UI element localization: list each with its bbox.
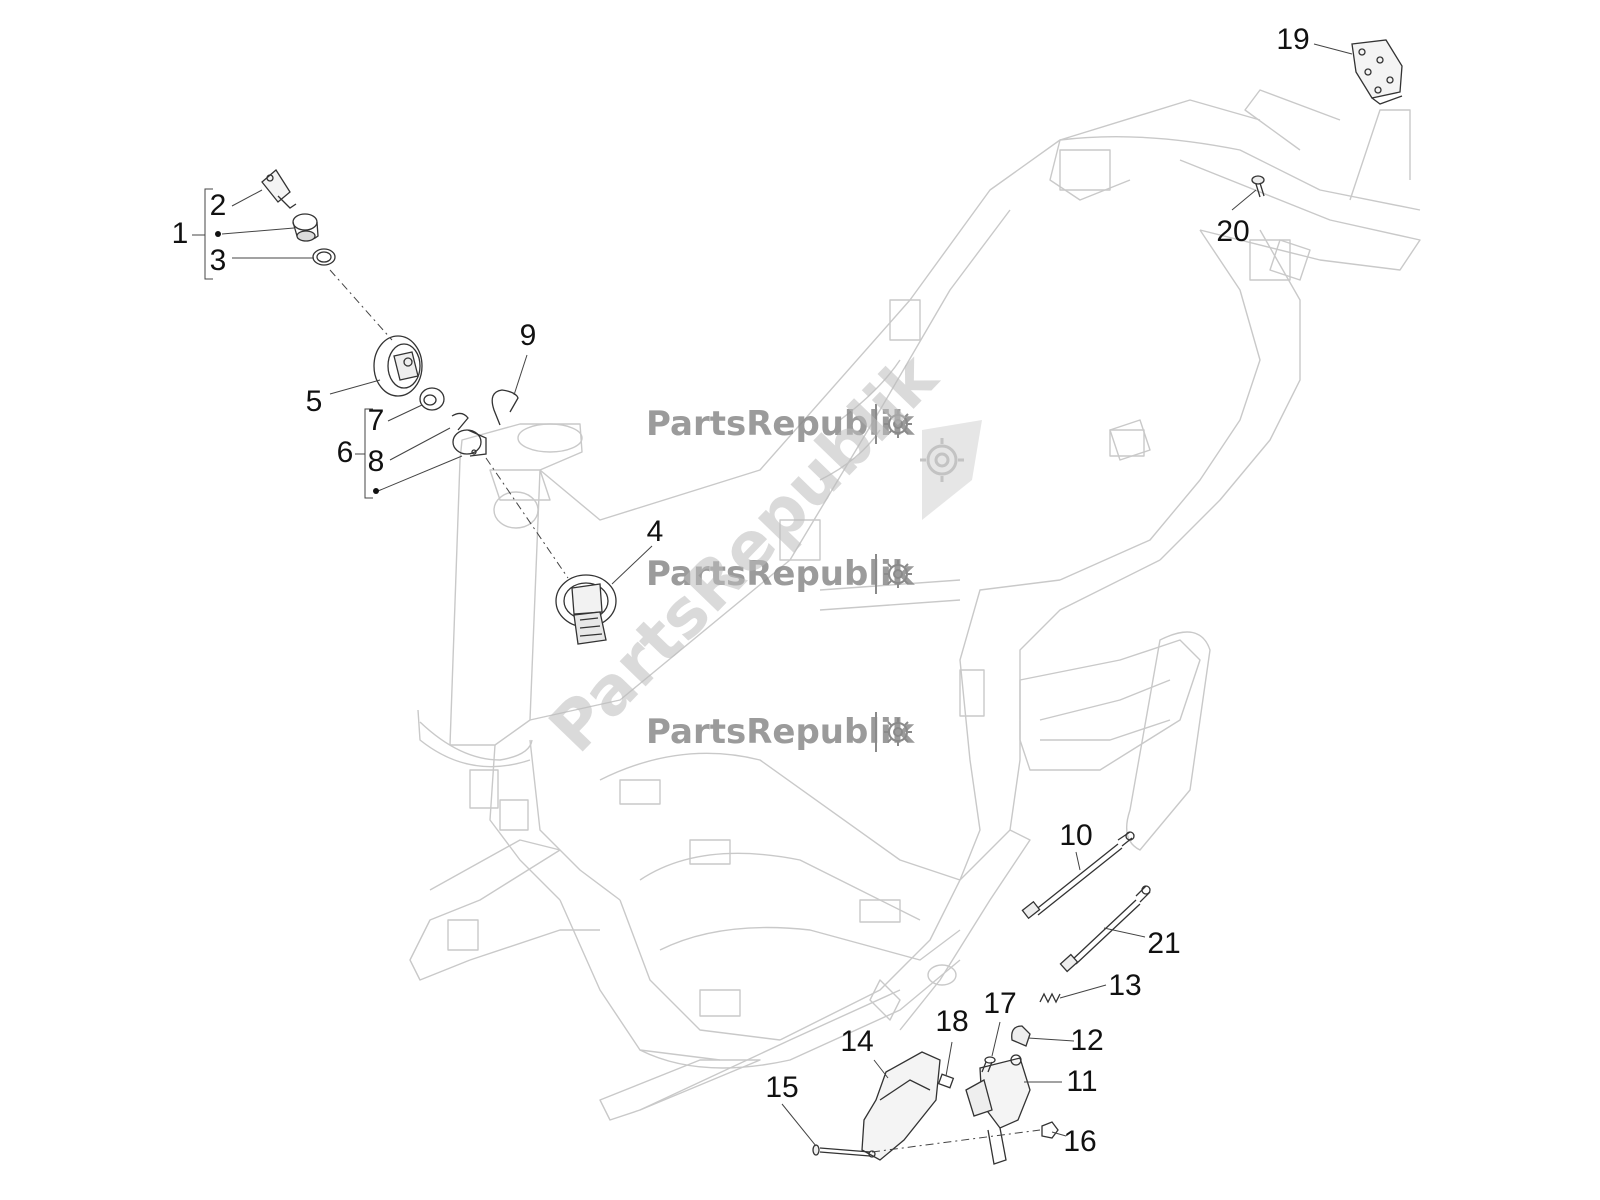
callout-21: 21 [1147,927,1181,960]
part-8-clip-icon [451,412,469,431]
part-16-nut-icon [1041,1121,1059,1139]
part-7-ring-icon [419,387,445,411]
part-15-bolt-icon [812,1144,871,1157]
callout-20: 20 [1216,215,1250,248]
callout-6: 6 [336,436,354,469]
part-6-cap-icon [452,429,487,457]
watermark-text: PartsRepublik [646,554,915,594]
callout-2: 2 [209,189,227,222]
callout-14: 14 [840,1025,874,1058]
callout-15: 15 [765,1071,799,1104]
part-12-clip-icon [1011,1025,1031,1047]
callout-11: 11 [1066,1065,1098,1098]
part-4-ignition-switch-icon [555,574,617,645]
part-19-bracket-plate-icon [1351,39,1403,105]
bullet-dots [215,231,379,494]
callout-17: 17 [983,987,1017,1020]
part-17-screw-icon [981,1056,996,1073]
part-2-key-icon [261,169,297,209]
callout-16: 16 [1063,1125,1097,1158]
watermark-text: PartsRepublik [646,712,915,752]
leader-lines [192,43,1353,1153]
part-21-rod-icon [1059,885,1151,973]
part-5-switch-housing-icon [373,335,423,397]
callout-19: 19 [1276,23,1310,56]
callout-18: 18 [935,1005,969,1038]
part-9-spring-clip-icon [491,389,519,426]
callout-4: 4 [646,515,664,548]
part-13-spring-icon [1039,992,1061,1004]
callout-7: 7 [367,404,385,437]
watermark-gear-icons [884,410,982,746]
part-14-plate-icon [861,1051,941,1161]
callout-12: 12 [1070,1024,1104,1057]
callout-10: 10 [1059,819,1093,852]
parts [261,39,1403,1165]
lock-barrel-icon [292,213,319,242]
callout-8: 8 [367,445,385,478]
part-11-latch-housing-icon [965,1054,1031,1165]
callout-5: 5 [305,385,323,418]
watermark-text: PartsRepublik [646,404,915,444]
callout-1: 1 [171,217,189,250]
scooter-frame [409,89,1421,1121]
callout-3: 3 [209,244,227,277]
part-18-nut-icon [937,1073,955,1089]
part-3-ring-icon [312,248,336,266]
callout-9: 9 [519,319,537,352]
part-10-rod-icon [1021,831,1135,920]
callout-13: 13 [1108,969,1142,1002]
part-20-bolt-icon [1251,175,1265,198]
